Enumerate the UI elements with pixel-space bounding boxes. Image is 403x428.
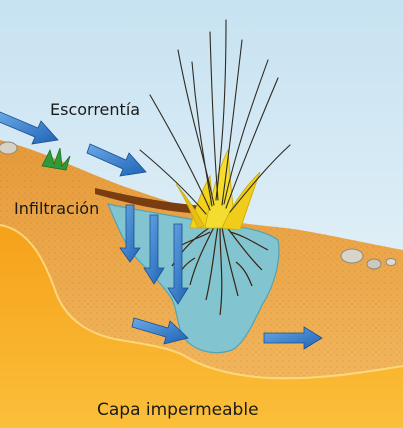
runoff-label: Escorrentía: [50, 100, 141, 119]
runoff-arrow-1: [0, 111, 59, 145]
subsurface-arrow-2: [263, 326, 323, 350]
rocks: [0, 141, 397, 270]
impermeable-layer: [0, 225, 403, 428]
runoff-arrow-2: [86, 143, 147, 177]
subsurface-arrow-1: [131, 317, 189, 345]
infiltration-arrow-2: [143, 214, 165, 285]
runoff-strip: [95, 188, 205, 214]
runoff-arrows: [0, 111, 147, 177]
infiltration-arrow-1: [119, 204, 141, 263]
impermeable-layer-label: Capa impermeable: [97, 400, 259, 420]
grass-blades: [139, 19, 291, 215]
infiltration-arrow-3: [167, 223, 189, 305]
infiltration-arrows: [119, 204, 189, 305]
grass-roots: [171, 224, 269, 316]
small-plant: [41, 147, 71, 171]
subsurface-arrows: [131, 317, 323, 350]
infiltration-label: Infiltración: [14, 199, 100, 218]
